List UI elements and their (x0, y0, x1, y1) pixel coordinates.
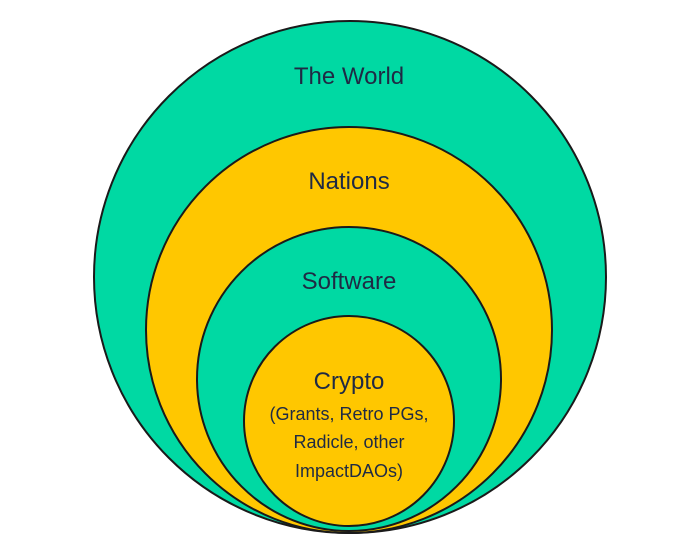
label-nations: Nations (308, 168, 389, 195)
circle-crypto (243, 315, 455, 527)
label-crypto-detail-line-1: (Grants, Retro PGs, (269, 404, 428, 424)
label-the-world: The World (294, 63, 404, 90)
label-crypto-detail-line-2: Radicle, other (293, 432, 404, 452)
label-software: Software (302, 268, 397, 295)
label-crypto: Crypto (314, 368, 385, 395)
label-crypto-detail-line-3: ImpactDAOs) (295, 461, 403, 481)
